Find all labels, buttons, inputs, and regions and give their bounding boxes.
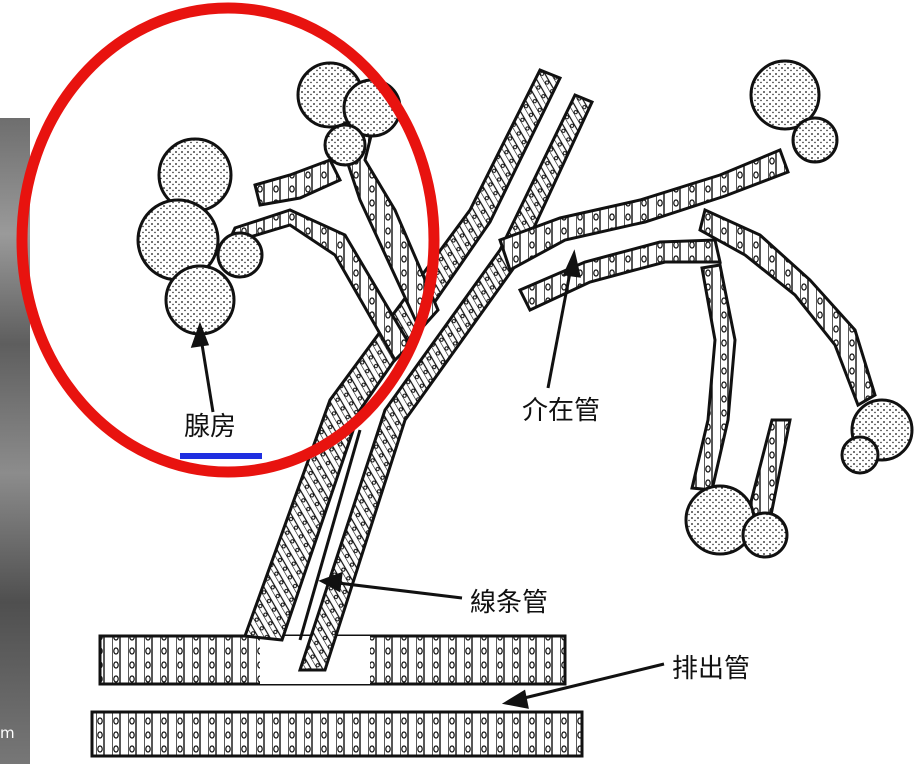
excretory-duct-label: 排出管	[672, 656, 750, 682]
acinus-label: 腺房	[184, 414, 236, 440]
excretory-duct-walls	[92, 636, 582, 756]
intercalated-duct-label: 介在管	[522, 398, 600, 424]
striated-arrowhead	[322, 574, 341, 590]
intercalated-arrowhead	[565, 254, 579, 276]
striated-duct-label: 線条管	[470, 590, 548, 616]
excretory-arrowhead	[506, 692, 527, 707]
